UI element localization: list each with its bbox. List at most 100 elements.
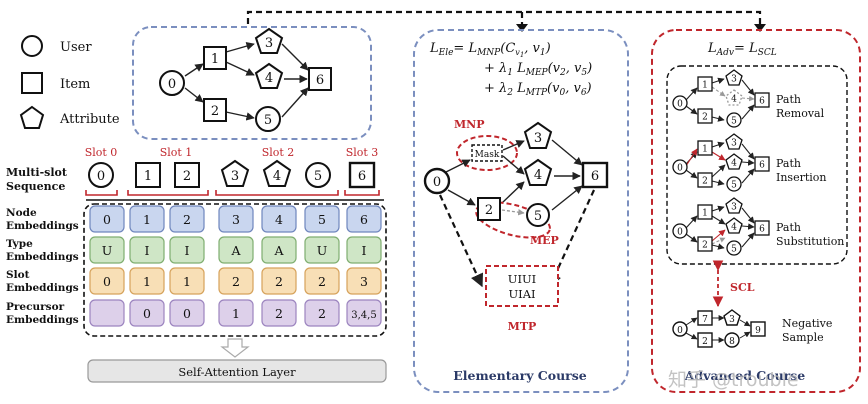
user-legend-icon bbox=[21, 35, 43, 57]
mini-node: 0 bbox=[677, 100, 683, 110]
embedding-value: 0 bbox=[143, 306, 151, 321]
embedding-value: 2 bbox=[318, 274, 326, 289]
scl-label: SCL bbox=[730, 281, 755, 294]
multi-slot-sequence: Multi-slot Sequence Slot 0 Slot 1 Slot 2… bbox=[6, 146, 384, 201]
embedding-cell bbox=[218, 267, 254, 295]
mnp-label: MNP bbox=[454, 118, 485, 131]
embedding-value: 3,4,5 bbox=[351, 310, 376, 321]
embedding-value: I bbox=[362, 243, 367, 258]
mini-node: 3 bbox=[731, 139, 737, 149]
item-legend-icon bbox=[21, 72, 43, 94]
embedding-cell bbox=[304, 236, 340, 264]
svg-text:7: 7 bbox=[702, 315, 708, 325]
path-removal-1: Path bbox=[776, 93, 801, 106]
graph-node-4: 4 bbox=[265, 71, 273, 86]
embedding-value: A bbox=[273, 243, 284, 258]
slot-3-label: Slot 3 bbox=[346, 146, 379, 159]
elementary-course: LEle= LMNP(Cv1, v1) + λ1 LMEP(v2, v5) + … bbox=[413, 29, 629, 393]
down-arrow-icon bbox=[220, 338, 250, 358]
embedding-cell bbox=[169, 205, 205, 233]
legend-user: User bbox=[60, 40, 92, 55]
embedding-cell bbox=[346, 236, 382, 264]
mini-node: 6 bbox=[759, 225, 765, 235]
graph-node-3: 3 bbox=[265, 36, 273, 51]
seq-token-3: 3 bbox=[231, 169, 239, 184]
negative-sample-graph: 0 7 2 3 8 9 bbox=[672, 309, 766, 348]
mask-token: Mask bbox=[475, 150, 500, 160]
embedding-cell bbox=[304, 267, 340, 295]
ele-node-0: 0 bbox=[433, 175, 441, 190]
embedding-value: 5 bbox=[318, 212, 326, 227]
mini-node: 2 bbox=[702, 177, 708, 187]
embedding-cell bbox=[169, 299, 205, 327]
mep-label: MEP bbox=[530, 234, 559, 247]
ele-node-5: 5 bbox=[534, 209, 542, 224]
self-attention-layer bbox=[87, 359, 387, 383]
embedding-cell bbox=[129, 236, 165, 264]
embedding-value: 1 bbox=[143, 274, 151, 289]
seq-token-5: 5 bbox=[314, 169, 322, 184]
embedding-cell bbox=[261, 236, 297, 264]
svg-text:2: 2 bbox=[702, 337, 708, 347]
svg-text:8: 8 bbox=[729, 337, 735, 347]
graph-node-5: 5 bbox=[264, 113, 272, 128]
embedding-cell bbox=[304, 299, 340, 327]
slot-0-label: Slot 0 bbox=[85, 146, 118, 159]
watermark: 知乎 @trouble bbox=[668, 369, 799, 391]
mini-node: 5 bbox=[731, 181, 737, 191]
path-substitution-1: Path bbox=[776, 221, 801, 234]
eq-line-2: + λ1 LMEP(v2, v5) bbox=[484, 61, 592, 78]
emb-row-label: Embeddings bbox=[6, 282, 79, 294]
emb-row-label: Slot bbox=[6, 269, 30, 281]
graph-node-0: 0 bbox=[168, 77, 176, 92]
svg-text:3: 3 bbox=[729, 315, 735, 325]
embedding-cell bbox=[261, 267, 297, 295]
mini-node: 4 bbox=[731, 223, 737, 233]
mini-node: 5 bbox=[731, 117, 737, 127]
embedding-value: 2 bbox=[275, 274, 283, 289]
embedding-cell bbox=[304, 205, 340, 233]
embedding-value: 1 bbox=[232, 306, 240, 321]
embedding-value: 3 bbox=[360, 274, 368, 289]
mtp-seq-1: UIUI bbox=[508, 272, 536, 286]
embedding-value: 0 bbox=[103, 212, 111, 227]
svg-text:9: 9 bbox=[755, 326, 761, 336]
ele-node-6: 6 bbox=[591, 169, 599, 184]
emb-row-label: Embeddings bbox=[6, 220, 79, 232]
embedding-cell bbox=[218, 236, 254, 264]
adv-equation: LAdv= LSCL bbox=[707, 41, 777, 58]
mini-node: 1 bbox=[702, 209, 708, 219]
embedding-value: 2 bbox=[275, 306, 283, 321]
embedding-value: I bbox=[185, 243, 190, 258]
slot-1-label: Slot 1 bbox=[160, 146, 193, 159]
sequence-label-1: Multi-slot bbox=[6, 166, 68, 179]
embedding-cell bbox=[218, 299, 254, 327]
embedding-value: 2 bbox=[318, 306, 326, 321]
embedding-value: 0 bbox=[183, 306, 191, 321]
eq-line-1: LEle= LMNP(Cv1, v1) bbox=[429, 41, 551, 59]
mtp-seq-2: UIAI bbox=[508, 287, 535, 301]
path-insertion-2: Insertion bbox=[776, 171, 827, 184]
mini-node: 3 bbox=[731, 203, 737, 213]
mini-node: 4 bbox=[731, 159, 737, 169]
seq-token-0: 0 bbox=[97, 169, 105, 184]
slot-2-label: Slot 2 bbox=[262, 146, 295, 159]
ele-node-4: 4 bbox=[534, 168, 542, 183]
mini-node: 2 bbox=[702, 241, 708, 251]
seq-token-4: 4 bbox=[273, 169, 281, 184]
embedding-cell bbox=[89, 267, 125, 295]
embedding-cell bbox=[346, 299, 382, 327]
embedding-value: 1 bbox=[183, 274, 191, 289]
embedding-value: 2 bbox=[232, 274, 240, 289]
embedding-cell bbox=[129, 205, 165, 233]
embeddings-block: NodeEmbeddingsTypeEmbeddingsSlotEmbeddin… bbox=[6, 203, 387, 383]
embedding-cell bbox=[261, 205, 297, 233]
embedding-value: U bbox=[317, 243, 328, 258]
elementary-course-title: Elementary Course bbox=[453, 368, 587, 383]
path-removal-2: Removal bbox=[776, 107, 825, 120]
embedding-value: 0 bbox=[103, 274, 111, 289]
ele-node-3: 3 bbox=[534, 131, 542, 146]
